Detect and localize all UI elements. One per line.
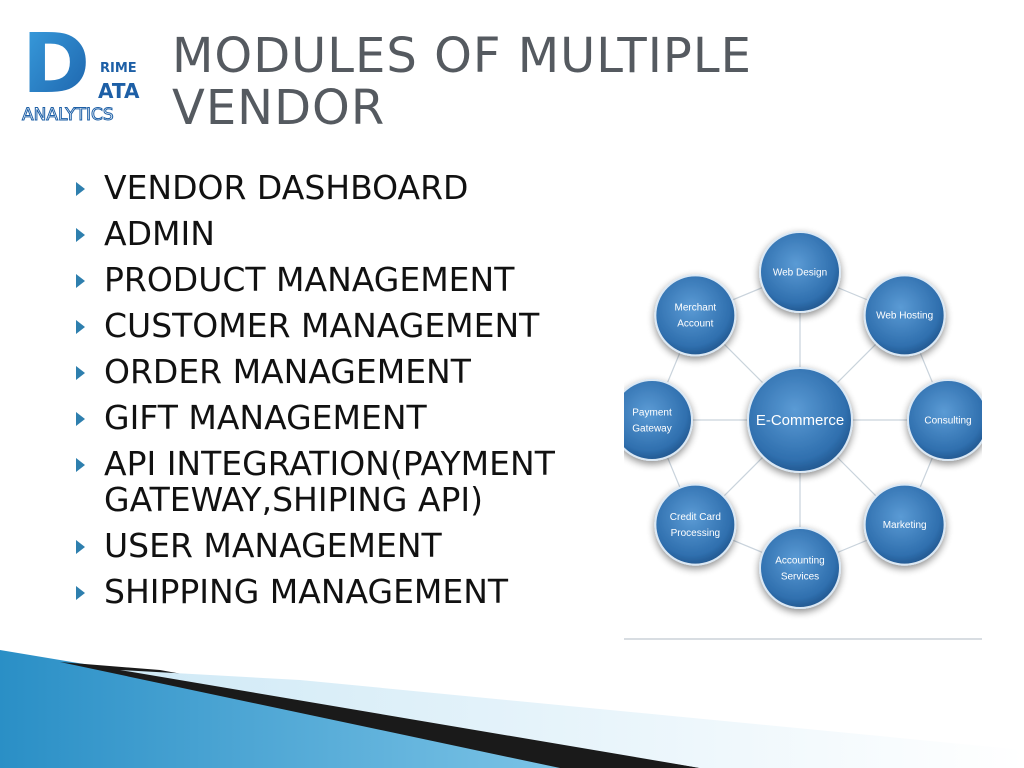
list-item: PRODUCT MANAGEMENT — [76, 262, 636, 298]
diagram-center-node-label: E-Commerce — [756, 412, 844, 429]
diagram-node: Marketing — [863, 483, 946, 566]
bullet-arrow-icon — [76, 228, 85, 242]
list-item: VENDOR DASHBOARD — [76, 170, 636, 206]
list-item: CUSTOMER MANAGEMENT — [76, 308, 636, 344]
title-line-1: MODULES OF MULTIPLE — [172, 28, 752, 84]
bullet-arrow-icon — [76, 182, 85, 196]
diagram-center-node-circle — [747, 367, 853, 473]
diagram-node-label: Accounting — [775, 555, 824, 566]
diagram-node-label: Payment — [632, 407, 672, 418]
bullet-arrow-icon — [76, 320, 85, 334]
list-item: SHIPPING MANAGEMENT — [76, 574, 636, 610]
diagram-node-label: Credit Card — [670, 512, 721, 523]
diagram-node-circle — [863, 274, 946, 357]
logo-word-bottom: ANALYTICS — [22, 105, 114, 125]
diagram-node-circle — [863, 483, 946, 566]
diagram-baseline — [624, 638, 982, 640]
slide-title: MODULES OF MULTIPLE VENDOR — [172, 30, 852, 134]
bullet-arrow-icon — [76, 412, 85, 426]
diagram-node-label: Web Hosting — [876, 311, 933, 322]
bullet-arrow-icon — [76, 366, 85, 380]
diagram-node-label: Gateway — [632, 423, 671, 434]
prime-data-analytics-logo: D RIME ATA ANALYTICS — [22, 22, 141, 126]
diagram-node-label: Web Design — [773, 267, 827, 278]
bottom-wave-decoration — [0, 650, 1024, 768]
bullet-arrow-icon — [76, 540, 85, 554]
list-item: GIFT MANAGEMENT — [76, 400, 636, 436]
module-list: VENDOR DASHBOARD ADMIN PRODUCT MANAGEMEN… — [76, 170, 636, 620]
diagram-node: Consulting — [907, 379, 989, 461]
list-item: ORDER MANAGEMENT — [76, 354, 636, 390]
diagram-node-label: Consulting — [924, 415, 971, 426]
diagram-node: Web Hosting — [863, 274, 946, 357]
diagram-node: Web Design — [759, 231, 841, 313]
list-item: ADMIN — [76, 216, 636, 252]
bullet-arrow-icon — [76, 274, 85, 288]
logo-word-top: RIME — [100, 61, 137, 76]
title-line-2: VENDOR — [172, 80, 386, 136]
diagram-node-label: Account — [677, 319, 713, 330]
diagram-node-circle — [759, 231, 841, 313]
diagram-node-circle — [654, 483, 737, 566]
bullet-arrow-icon — [76, 586, 85, 600]
logo-word-mid: ATA — [98, 79, 140, 103]
diagram-node-circle — [654, 274, 737, 357]
diagram-node-label: Marketing — [883, 520, 927, 531]
diagram-node-label: Merchant — [675, 303, 717, 314]
bullet-arrow-icon — [76, 458, 85, 472]
list-item: USER MANAGEMENT — [76, 528, 636, 564]
diagram-node-circle — [611, 379, 693, 461]
logo-letter: D — [22, 22, 90, 112]
diagram-node-label: Processing — [671, 528, 720, 539]
diagram-node-label: Services — [781, 571, 819, 582]
diagram-center-node: E-Commerce — [747, 367, 853, 473]
diagram-node-circle — [759, 527, 841, 609]
list-item: API INTEGRATION(PAYMENT GATEWAY,SHIPING … — [76, 446, 636, 518]
